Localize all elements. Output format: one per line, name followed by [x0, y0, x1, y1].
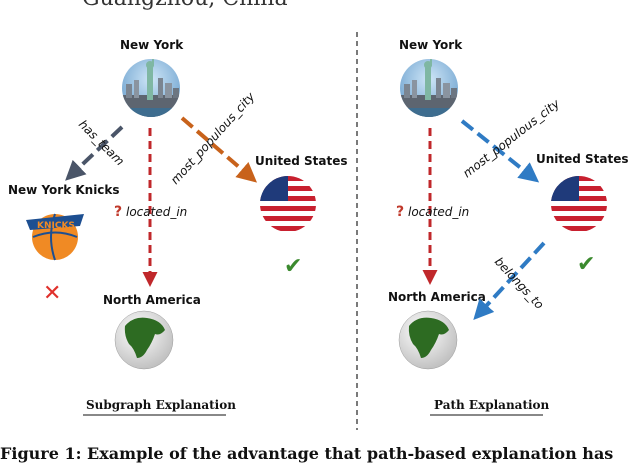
- header-partial-text: Guangzhou, China: [82, 0, 288, 11]
- left-panel-title: Subgraph Explanation: [86, 398, 236, 412]
- right-most-populous-arrow: [460, 119, 540, 183]
- right-node-north-america-label: North America: [388, 290, 486, 304]
- left-node-us-label: United States: [255, 154, 348, 168]
- left-has-team-arrow: [65, 125, 124, 181]
- knicks-logo-icon: KNICKS: [26, 213, 84, 261]
- left-node-new-york-label: New York: [120, 38, 184, 52]
- right-node-new-york-label: New York: [399, 38, 463, 52]
- globe-icon: [114, 310, 174, 370]
- left-located-in-label: located_in: [126, 205, 187, 219]
- wrong-mark-icon: ✕: [43, 281, 61, 306]
- right-located-in-label: located_in: [408, 205, 469, 219]
- left-node-north-america-label: North America: [103, 293, 201, 307]
- right-most-populous-label: most_populous_city: [460, 96, 563, 181]
- left-most-populous-arrow: [180, 116, 258, 183]
- svg-text:KNICKS: KNICKS: [37, 221, 75, 231]
- correct-mark-icon: ✔: [577, 252, 595, 277]
- us-flag-icon: [551, 176, 607, 232]
- right-node-us-label: United States: [536, 152, 629, 166]
- right-belongs-to-arrow: [473, 241, 546, 320]
- right-belongs-to-label: belongs_to: [492, 254, 547, 311]
- new-york-icon: [122, 59, 180, 117]
- globe-icon: [398, 310, 458, 370]
- figure-caption: Figure 1: Example of the advantage that …: [0, 444, 614, 463]
- new-york-icon: [400, 59, 458, 117]
- right-panel-title: Path Explanation: [434, 398, 550, 412]
- right-located-in-question: ?: [396, 204, 404, 220]
- us-flag-icon: [260, 176, 316, 232]
- correct-mark-icon: ✔: [284, 254, 302, 279]
- knicks-label: New York Knicks: [8, 183, 120, 197]
- left-located-in-question: ?: [114, 204, 122, 220]
